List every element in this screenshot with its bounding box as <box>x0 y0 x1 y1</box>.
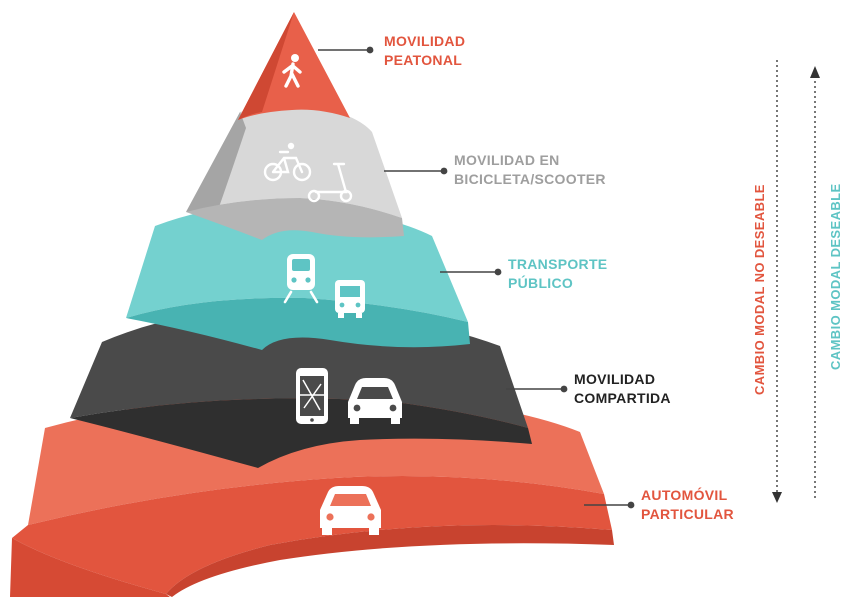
connector-lines <box>318 46 635 509</box>
label-line-2: BICICLETA/SCOOTER <box>454 171 606 187</box>
bicycle-icon <box>263 142 312 182</box>
label-movilidad-compartida: MOVILIDAD COMPARTIDA <box>574 370 671 408</box>
label-line-2: PEATONAL <box>384 52 463 68</box>
label-line-1: AUTOMÓVIL <box>641 487 728 503</box>
bus-icon <box>335 280 365 318</box>
car-icon <box>320 486 381 535</box>
label-line-1: MOVILIDAD <box>384 33 466 49</box>
label-movilidad-peatonal: MOVILIDAD PEATONAL <box>384 32 465 70</box>
arrow-down-no-deseable <box>772 60 782 503</box>
label-line-1: TRANSPORTE <box>508 256 608 272</box>
label-line-2: PARTICULAR <box>641 506 734 522</box>
label-line-1: MOVILIDAD EN <box>454 152 560 168</box>
cambio-modal-deseable-label: CAMBIO MODAL DESEABLE <box>828 183 843 370</box>
arrow-up-deseable <box>810 66 820 500</box>
train-icon <box>283 254 319 304</box>
label-movilidad-bicicleta-scooter: MOVILIDAD EN BICICLETA/SCOOTER <box>454 151 606 189</box>
tier-bicicleta-scooter <box>186 105 404 240</box>
label-transporte-publico: TRANSPORTE PÚBLICO <box>508 255 607 293</box>
label-automovil-particular: AUTOMÓVIL PARTICULAR <box>641 486 734 524</box>
label-line-2: COMPARTIDA <box>574 390 671 406</box>
pedestrian-icon <box>282 54 302 88</box>
smartphone-map-icon <box>296 368 328 424</box>
label-line-2: PÚBLICO <box>508 275 574 291</box>
label-line-1: MOVILIDAD <box>574 371 656 387</box>
car-front-icon <box>348 378 402 424</box>
cambio-modal-no-deseable-label: CAMBIO MODAL NO DESEABLE <box>752 184 767 395</box>
scooter-icon <box>307 162 353 203</box>
